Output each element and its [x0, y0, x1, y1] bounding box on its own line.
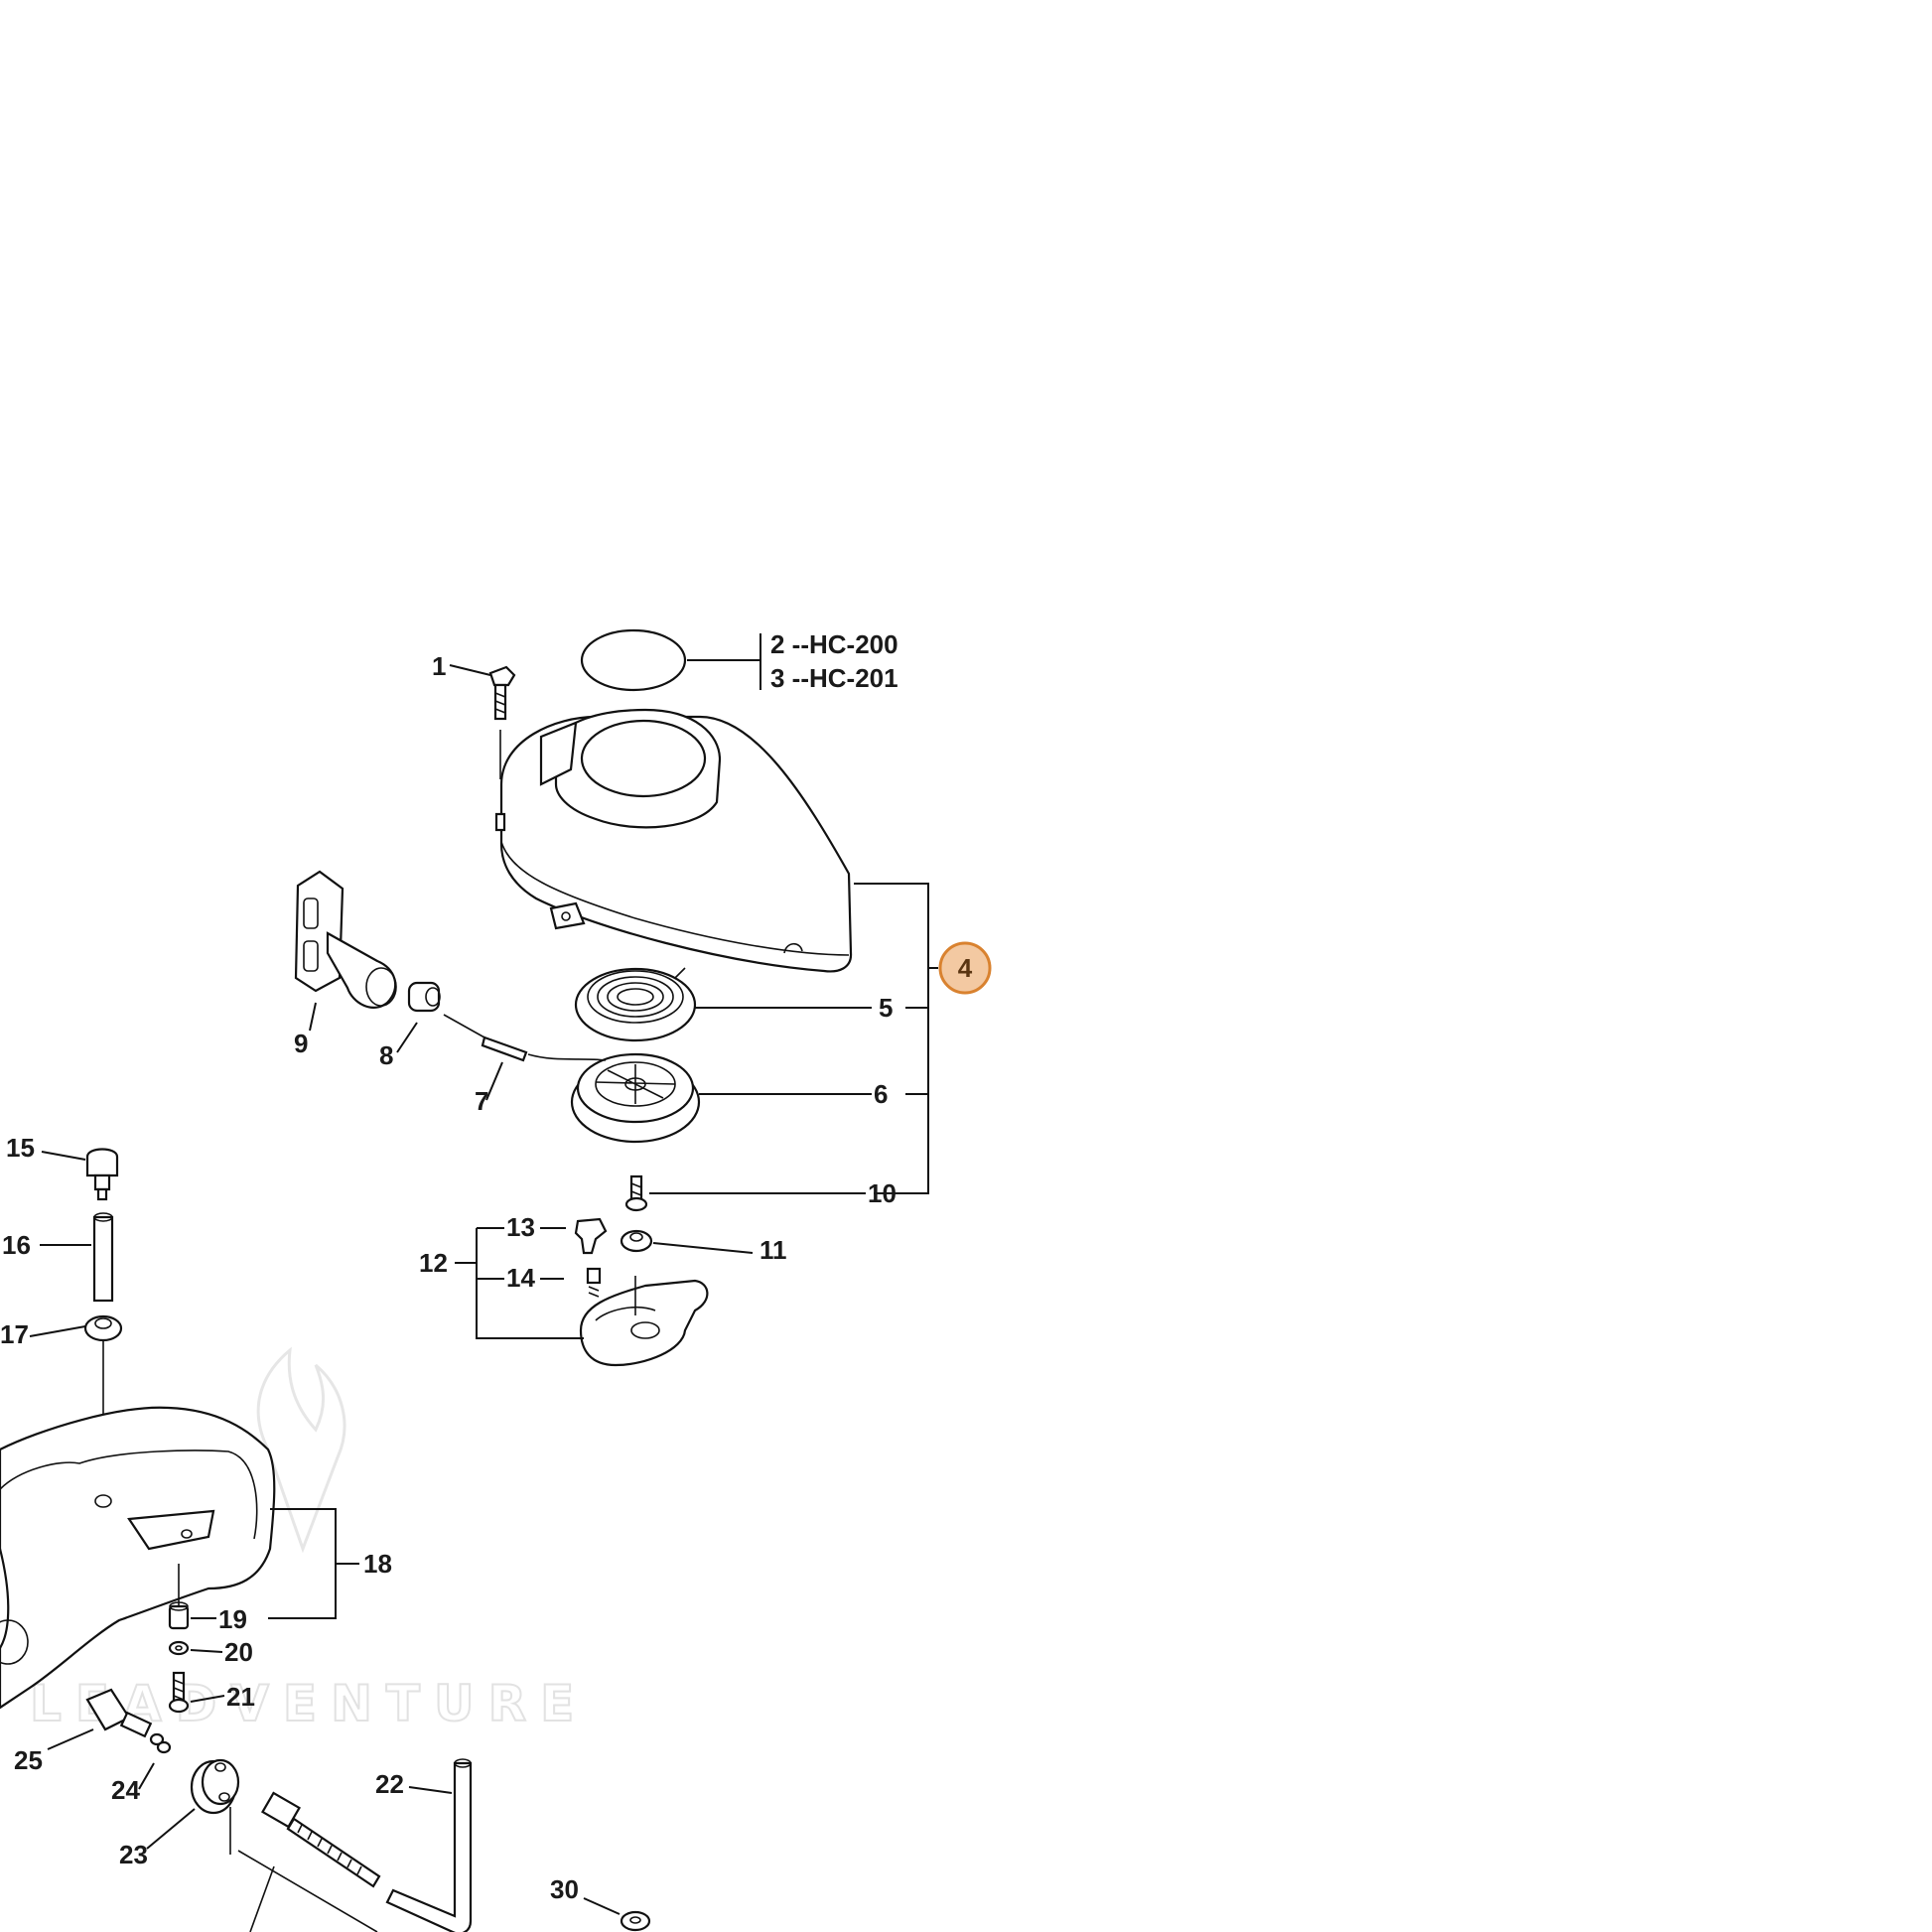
part-grommet-17[interactable]: [83, 1314, 123, 1342]
callout-2[interactable]: 2 --HC-200: [770, 629, 898, 659]
part-spring-14[interactable]: [586, 1267, 602, 1298]
callout-22[interactable]: 22: [375, 1769, 404, 1799]
callout-3[interactable]: 3 --HC-201: [770, 663, 898, 693]
part-screw-21[interactable]: [168, 1671, 190, 1714]
part-screw-10[interactable]: [624, 1174, 648, 1212]
callout-4-highlight[interactable]: 4: [938, 941, 992, 995]
callout-11[interactable]: 11: [759, 1235, 787, 1265]
callout-8[interactable]: 8: [379, 1040, 393, 1070]
callout-6[interactable]: 6: [874, 1079, 888, 1109]
callout-9[interactable]: 9: [294, 1029, 308, 1058]
callout-7[interactable]: 7: [475, 1086, 488, 1116]
part-starter-rope[interactable]: [443, 1014, 607, 1062]
part-fan-housing[interactable]: [494, 708, 853, 973]
part-pawl-plate-12[interactable]: [579, 1276, 709, 1367]
callout-21[interactable]: 21: [226, 1682, 255, 1712]
callout-16[interactable]: 16: [2, 1230, 31, 1260]
callout-18[interactable]: 18: [363, 1549, 392, 1579]
callout-1[interactable]: 1: [432, 651, 446, 681]
part-pawl-13[interactable]: [574, 1217, 608, 1255]
callout-14[interactable]: 14: [506, 1263, 535, 1293]
callout-13[interactable]: 13: [506, 1212, 535, 1242]
part-rope-guide[interactable]: [407, 981, 441, 1013]
part-fuel-filter-25[interactable]: [85, 1688, 165, 1746]
part-bushing-11[interactable]: [620, 1229, 653, 1253]
part-grommet-23[interactable]: [190, 1758, 240, 1815]
part-fuel-hose-26[interactable]: [229, 1791, 381, 1932]
part-starter-grip[interactable]: [294, 870, 397, 1009]
callout-19[interactable]: 19: [218, 1604, 247, 1634]
callout-24[interactable]: 24: [111, 1775, 140, 1805]
watermark-flame-icon: [256, 1346, 346, 1554]
part-clamp-24[interactable]: [156, 1740, 172, 1754]
callout-17[interactable]: 17: [0, 1319, 29, 1349]
callout-15[interactable]: 15: [6, 1133, 35, 1163]
part-washer-20[interactable]: [168, 1640, 190, 1656]
part-washer-30[interactable]: [620, 1910, 651, 1932]
callout-5[interactable]: 5: [879, 993, 893, 1023]
callout-20[interactable]: 20: [224, 1637, 253, 1667]
part-pipe-22[interactable]: [385, 1758, 473, 1932]
callout-25[interactable]: 25: [14, 1745, 43, 1775]
part-fuel-tank-18[interactable]: [0, 1406, 276, 1710]
callout-23[interactable]: 23: [119, 1840, 148, 1869]
part-recoil-spring[interactable]: [574, 967, 697, 1042]
callout-12[interactable]: 12: [419, 1248, 448, 1278]
part-cap-15[interactable]: [85, 1148, 119, 1201]
callout-30[interactable]: 30: [550, 1874, 579, 1904]
part-tube-16[interactable]: [92, 1212, 114, 1303]
part-rope-pulley[interactable]: [570, 1052, 701, 1144]
callout-10[interactable]: 10: [868, 1178, 897, 1208]
callout-4[interactable]: 4: [958, 953, 973, 983]
part-screw-1[interactable]: [488, 665, 516, 779]
part-gasket[interactable]: [580, 628, 687, 692]
